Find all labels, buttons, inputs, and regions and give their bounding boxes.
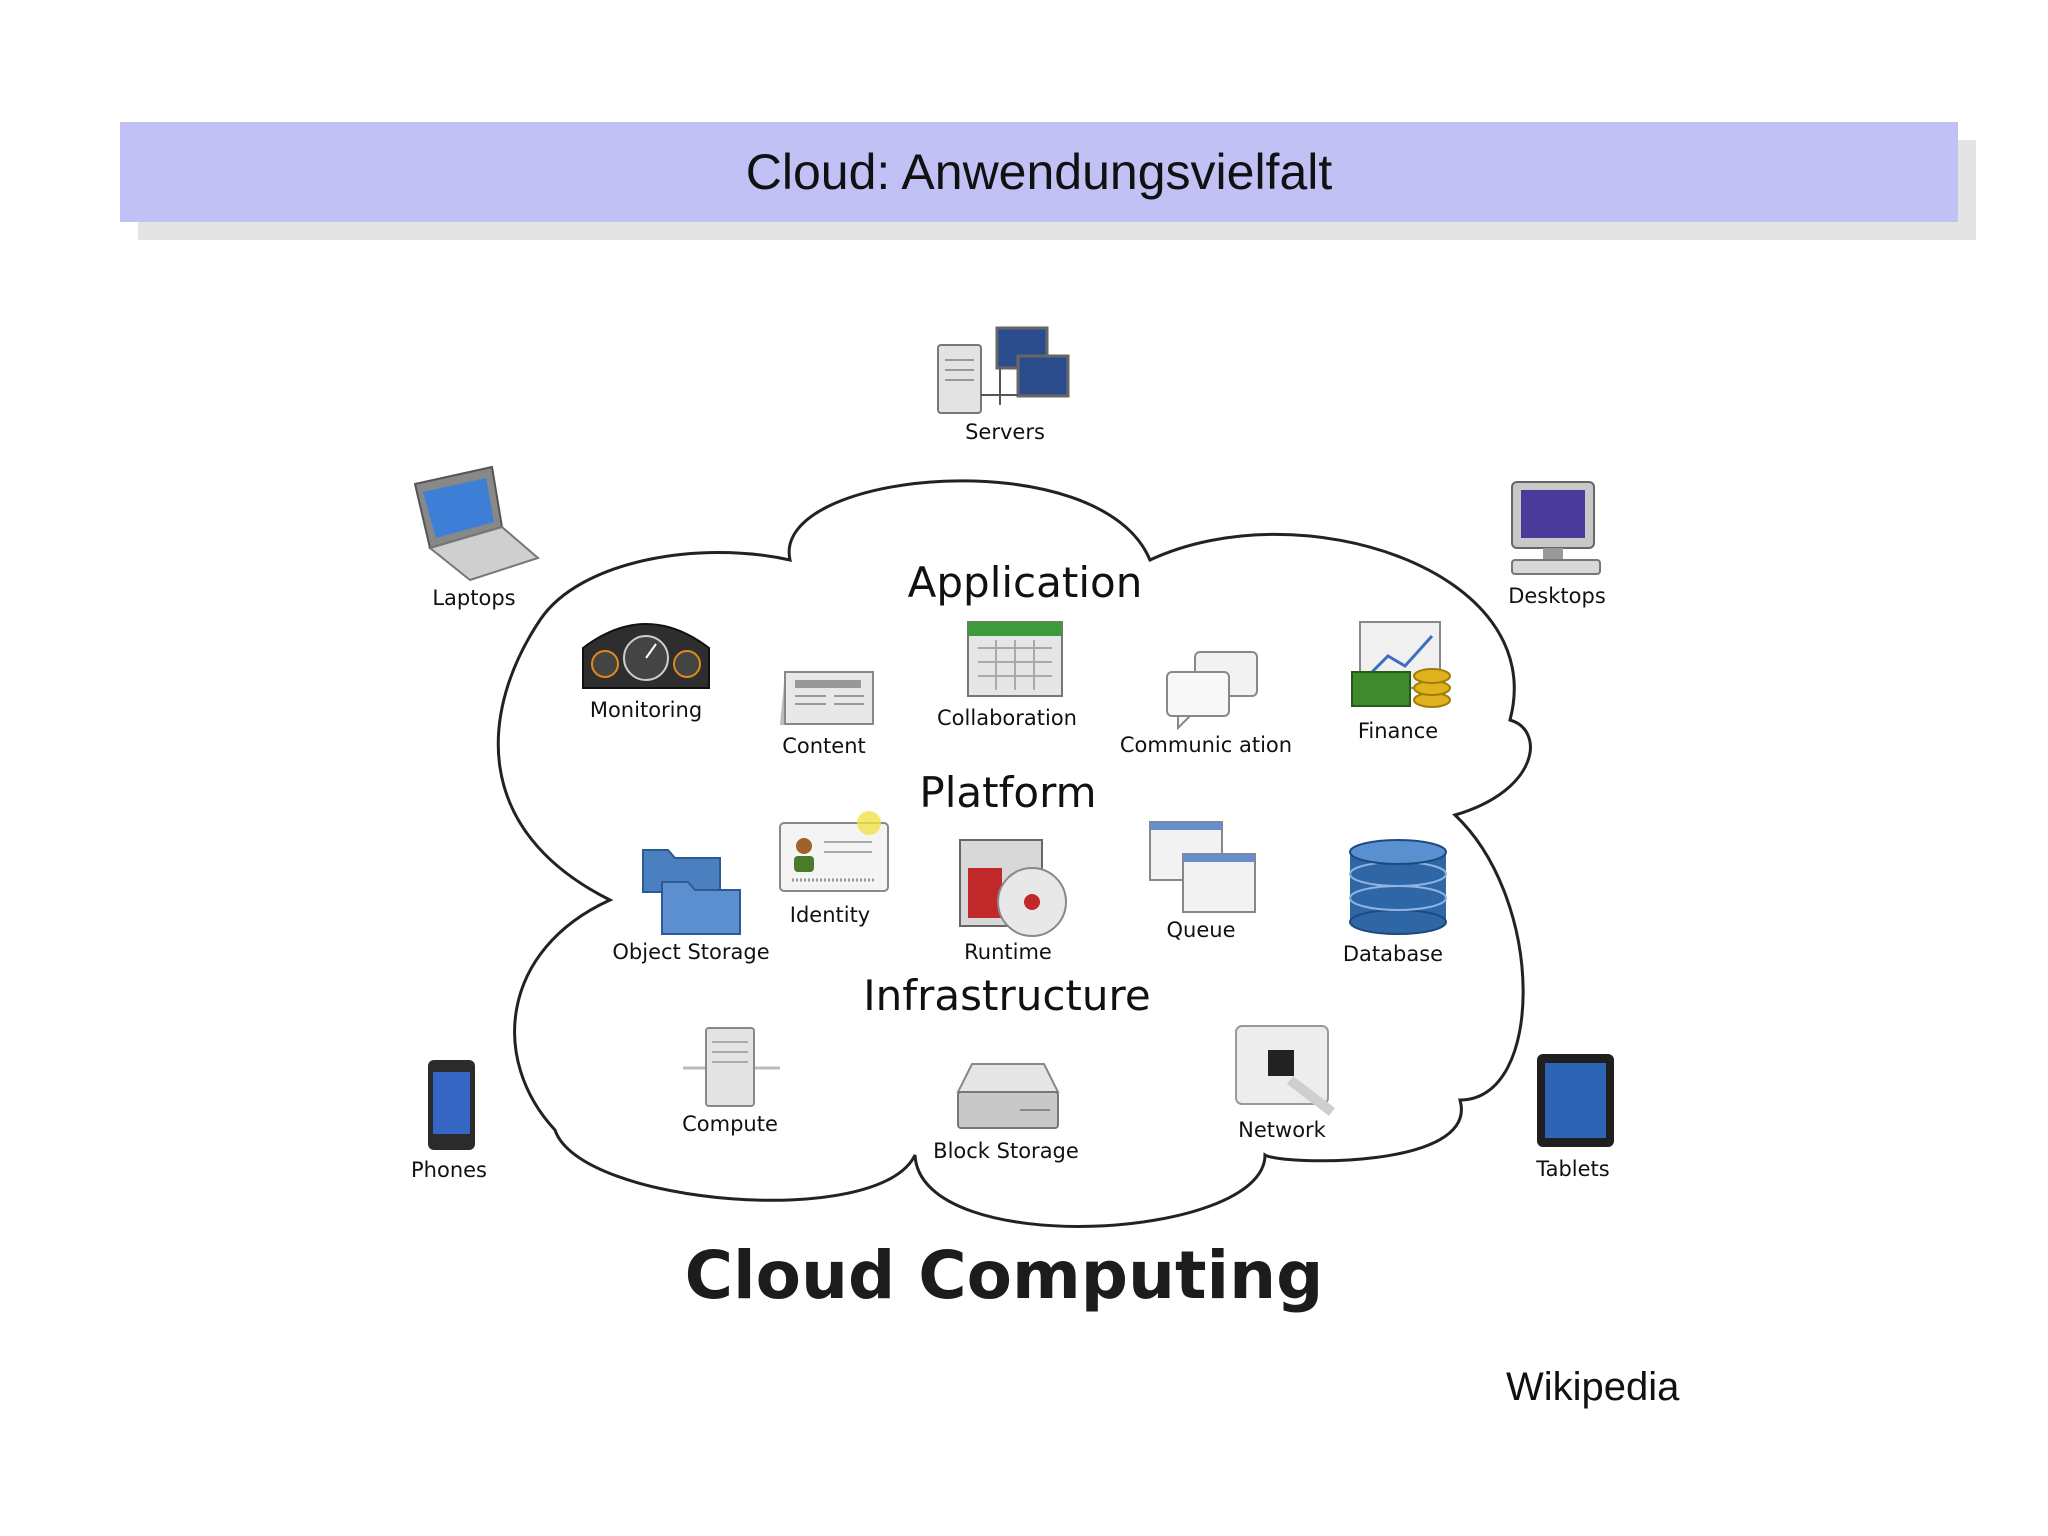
slide-title: Cloud: Anwendungsvielfalt <box>745 144 1333 200</box>
desktop-computer-icon <box>1511 481 1601 575</box>
label-monitoring: Monitoring <box>590 698 702 722</box>
label-laptops: Laptops <box>432 586 515 610</box>
windows-icon <box>1149 821 1256 913</box>
layer-platform: Platform <box>919 768 1096 817</box>
mobile-phone-icon <box>428 1060 475 1150</box>
label-tablets: Tablets <box>1535 1157 1609 1181</box>
speech-bubbles-icon <box>1166 651 1258 731</box>
cd-box-icon <box>959 839 1067 937</box>
folders-icon <box>642 849 741 935</box>
layer-infrastructure: Infrastructure <box>863 971 1150 1020</box>
database-cylinder-icon <box>1349 839 1447 935</box>
newspaper-icon <box>780 671 874 725</box>
label-servers: Servers <box>965 420 1045 444</box>
label-desktops: Desktops <box>1508 584 1606 608</box>
label-network: Network <box>1238 1118 1327 1142</box>
label-phones: Phones <box>411 1158 487 1182</box>
tablet-icon <box>1537 1054 1614 1147</box>
label-queue: Queue <box>1167 918 1236 942</box>
speedometer-icon <box>582 623 710 689</box>
label-identity: Identity <box>790 903 870 927</box>
label-content: Content <box>782 734 866 758</box>
server-computers-icon <box>937 326 1070 414</box>
money-chart-icon <box>1351 621 1451 708</box>
id-card-icon <box>779 811 889 892</box>
calendar-icon <box>967 621 1063 697</box>
diagram-caption: Cloud Computing <box>685 1237 1324 1314</box>
label-block-storage: Block Storage <box>933 1139 1079 1163</box>
label-collaboration: Collaboration <box>937 706 1077 730</box>
layer-application: Application <box>908 558 1143 607</box>
label-object-storage: Object Storage <box>612 940 769 964</box>
label-runtime: Runtime <box>964 940 1052 964</box>
hard-drive-icon <box>956 1063 1060 1129</box>
label-communication: Communic ation <box>1120 733 1292 757</box>
server-tower-icon <box>683 1027 780 1107</box>
source-credit: Wikipedia <box>1506 1365 1680 1409</box>
label-compute: Compute <box>682 1112 778 1136</box>
network-socket-icon <box>1235 1025 1336 1116</box>
laptop-icon <box>413 465 541 582</box>
label-finance: Finance <box>1358 719 1438 743</box>
title-bar: Cloud: Anwendungsvielfalt <box>120 122 1958 222</box>
label-database: Database <box>1343 942 1443 966</box>
